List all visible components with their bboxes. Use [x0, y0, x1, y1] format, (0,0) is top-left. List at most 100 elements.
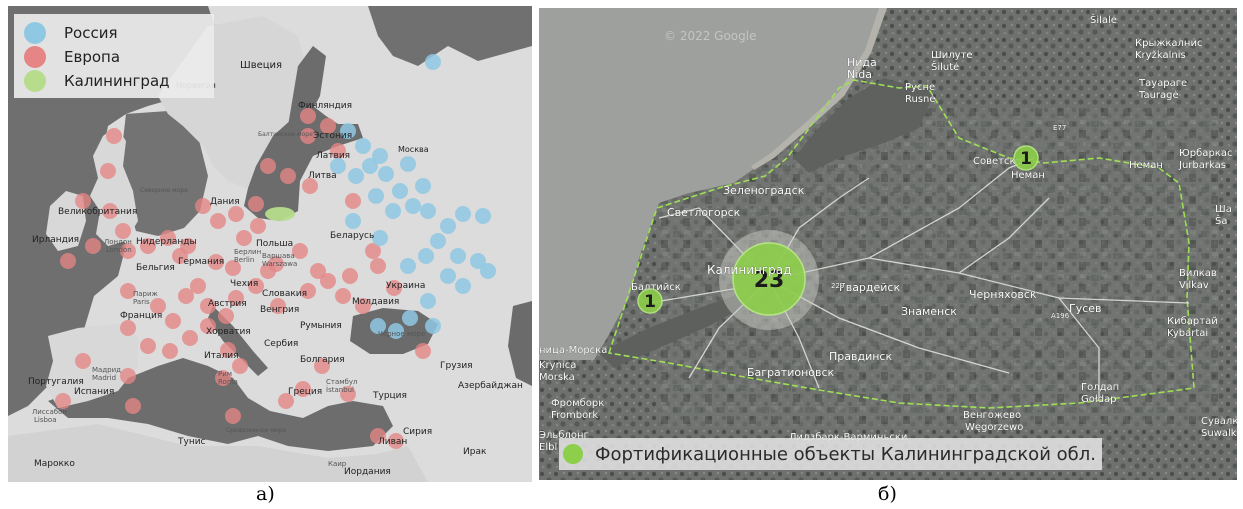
europe-map-canvas: ШвецияНорвегияФинляндияЭстонияЛатвияЛитв… — [8, 6, 532, 482]
map-label-ireland: Ирландия — [32, 235, 79, 245]
map-label-croatia: Хорватия — [206, 327, 251, 337]
legend-label-russia: Россия — [64, 24, 118, 42]
europe-marker — [180, 238, 196, 254]
map-label-med_sea: Средиземное море — [226, 427, 286, 434]
europe-marker — [120, 368, 136, 384]
map-label-estonia: Эстония — [313, 131, 352, 141]
map-label-czech: Чехия — [230, 279, 258, 289]
map-label-cairo: Каир — [328, 460, 347, 468]
europe-marker — [102, 203, 118, 219]
map-label-italy: Италия — [204, 351, 239, 361]
map-label-poland: Польша — [256, 239, 293, 249]
mediterranean-sea — [48, 358, 393, 451]
europe-marker — [278, 393, 294, 409]
cluster-marker-3[interactable] — [1013, 145, 1039, 171]
russia-marker — [330, 158, 346, 174]
europe-marker — [208, 254, 224, 270]
map-label-finland: Финляндия — [298, 101, 352, 111]
europe-marker — [250, 218, 266, 234]
map-label-elblag_ru: Эльблонг — [539, 430, 589, 441]
map-label-baltiysk: Балтийск — [631, 282, 681, 293]
caption-a: а) — [256, 483, 275, 505]
russia-marker — [430, 233, 446, 249]
baltic-sea — [539, 8, 879, 360]
map-label-frombork_ru: Фромборк — [551, 398, 604, 409]
map-label-sa_en: Ša — [1215, 214, 1227, 227]
europe-marker — [218, 308, 234, 324]
map-label-netherlands: Нидерланды — [136, 237, 197, 247]
europe-marker — [178, 288, 194, 304]
europe-marker — [200, 318, 216, 334]
map-label-silute_ru: Шилуте — [931, 50, 972, 61]
map-label-azerbaijan: Азербайджан — [458, 381, 523, 391]
map-label-paris_ru: Париж — [133, 290, 159, 298]
europe-marker — [300, 128, 316, 144]
russia-marker — [402, 310, 418, 326]
russia-marker — [480, 263, 496, 279]
map-label-warsaw_en: Warszawa — [262, 260, 297, 268]
europe-marker — [300, 283, 316, 299]
north-africa — [8, 424, 428, 482]
cluster-marker-1[interactable] — [732, 242, 806, 316]
map-label-north_sea: Северное море — [140, 187, 188, 194]
russia-marker — [340, 123, 356, 139]
russia-marker — [400, 156, 416, 172]
ireland — [46, 191, 86, 251]
map-label-kaliningrad: Калининград — [707, 263, 791, 277]
europe-map: ШвецияНорвегияФинляндияЭстонияЛатвияЛитв… — [8, 6, 532, 482]
map-label-rusne_en: Rusnė — [905, 94, 936, 105]
map-label-silute_en: Šilutė — [931, 60, 959, 73]
cluster-marker-2[interactable] — [637, 288, 663, 314]
map-label-baltic_sea: Балтийское море — [258, 131, 313, 138]
map-label-warsaw_ru: Варшава — [262, 252, 295, 260]
europe-marker — [195, 198, 211, 214]
russia-marker — [415, 178, 431, 194]
vistula-lagoon — [599, 294, 749, 368]
map-label-krynica_en1: Krynica — [539, 360, 576, 371]
europe-marker — [220, 342, 236, 358]
europe-marker — [182, 330, 198, 346]
russia-marker — [378, 166, 394, 182]
kaliningrad-marker — [265, 207, 295, 221]
europe-marker — [225, 260, 241, 276]
europe-marker — [345, 193, 361, 209]
europe-marker — [115, 223, 131, 239]
map-label-pravdinsk: Правдинск — [829, 350, 892, 363]
map-label-lisbon_ru: Лиссабон — [32, 408, 67, 416]
europe-marker — [120, 320, 136, 336]
gulf-of-bothnia — [288, 46, 326, 126]
map-label-chernyakhovsk: Черняховск — [969, 288, 1037, 301]
cluster-count-3: 1 — [1020, 149, 1032, 169]
europe-marker — [302, 178, 318, 194]
map-label-london_ru: Лондон — [104, 238, 132, 246]
map-label-sovetsk: Советск — [973, 156, 1016, 167]
map-label-suwalki_en: Suwalk — [1201, 428, 1237, 439]
map-label-denmark: Дания — [210, 197, 240, 207]
map-label-belgium: Бельгия — [136, 263, 175, 273]
europe-marker — [225, 408, 241, 424]
map-label-lisbon_en: Lisboa — [34, 416, 57, 424]
map-label-sa_ru: Ша — [1215, 204, 1232, 215]
baltic-sea — [244, 106, 363, 221]
map-label-tunisia: Тунис — [177, 437, 206, 447]
legend-label-fortification: Фортификационные объекты Калининградской… — [595, 443, 1096, 465]
europe-marker — [236, 230, 252, 246]
map-label-taurage_ru: Тауараге — [1138, 78, 1187, 89]
map-label-wegorzewo_ru: Венгожево — [963, 410, 1021, 421]
fortification-markers — [55, 54, 496, 449]
russia-marker — [405, 198, 421, 214]
europe-marker — [160, 230, 176, 246]
map-label-gusev: Гусев — [1069, 302, 1102, 315]
europe-marker — [85, 238, 101, 254]
legend-swatch-europe — [24, 46, 46, 68]
map-label-neman_river: Неман — [1129, 160, 1163, 171]
map-label-istanbul_ru: Стамбул — [326, 378, 357, 386]
map-label-istanbul_en: İstanbul — [326, 385, 354, 394]
map-label-kryzkalnis_en: Kryžkalnis — [1135, 49, 1186, 61]
map-label-lithuania: Литва — [308, 171, 337, 181]
iberia — [46, 324, 138, 408]
map-labels: НидаNidaШилутеŠilutėРуснеRusnėŠilalėКрыж… — [539, 13, 1237, 453]
europe-marker — [342, 268, 358, 284]
